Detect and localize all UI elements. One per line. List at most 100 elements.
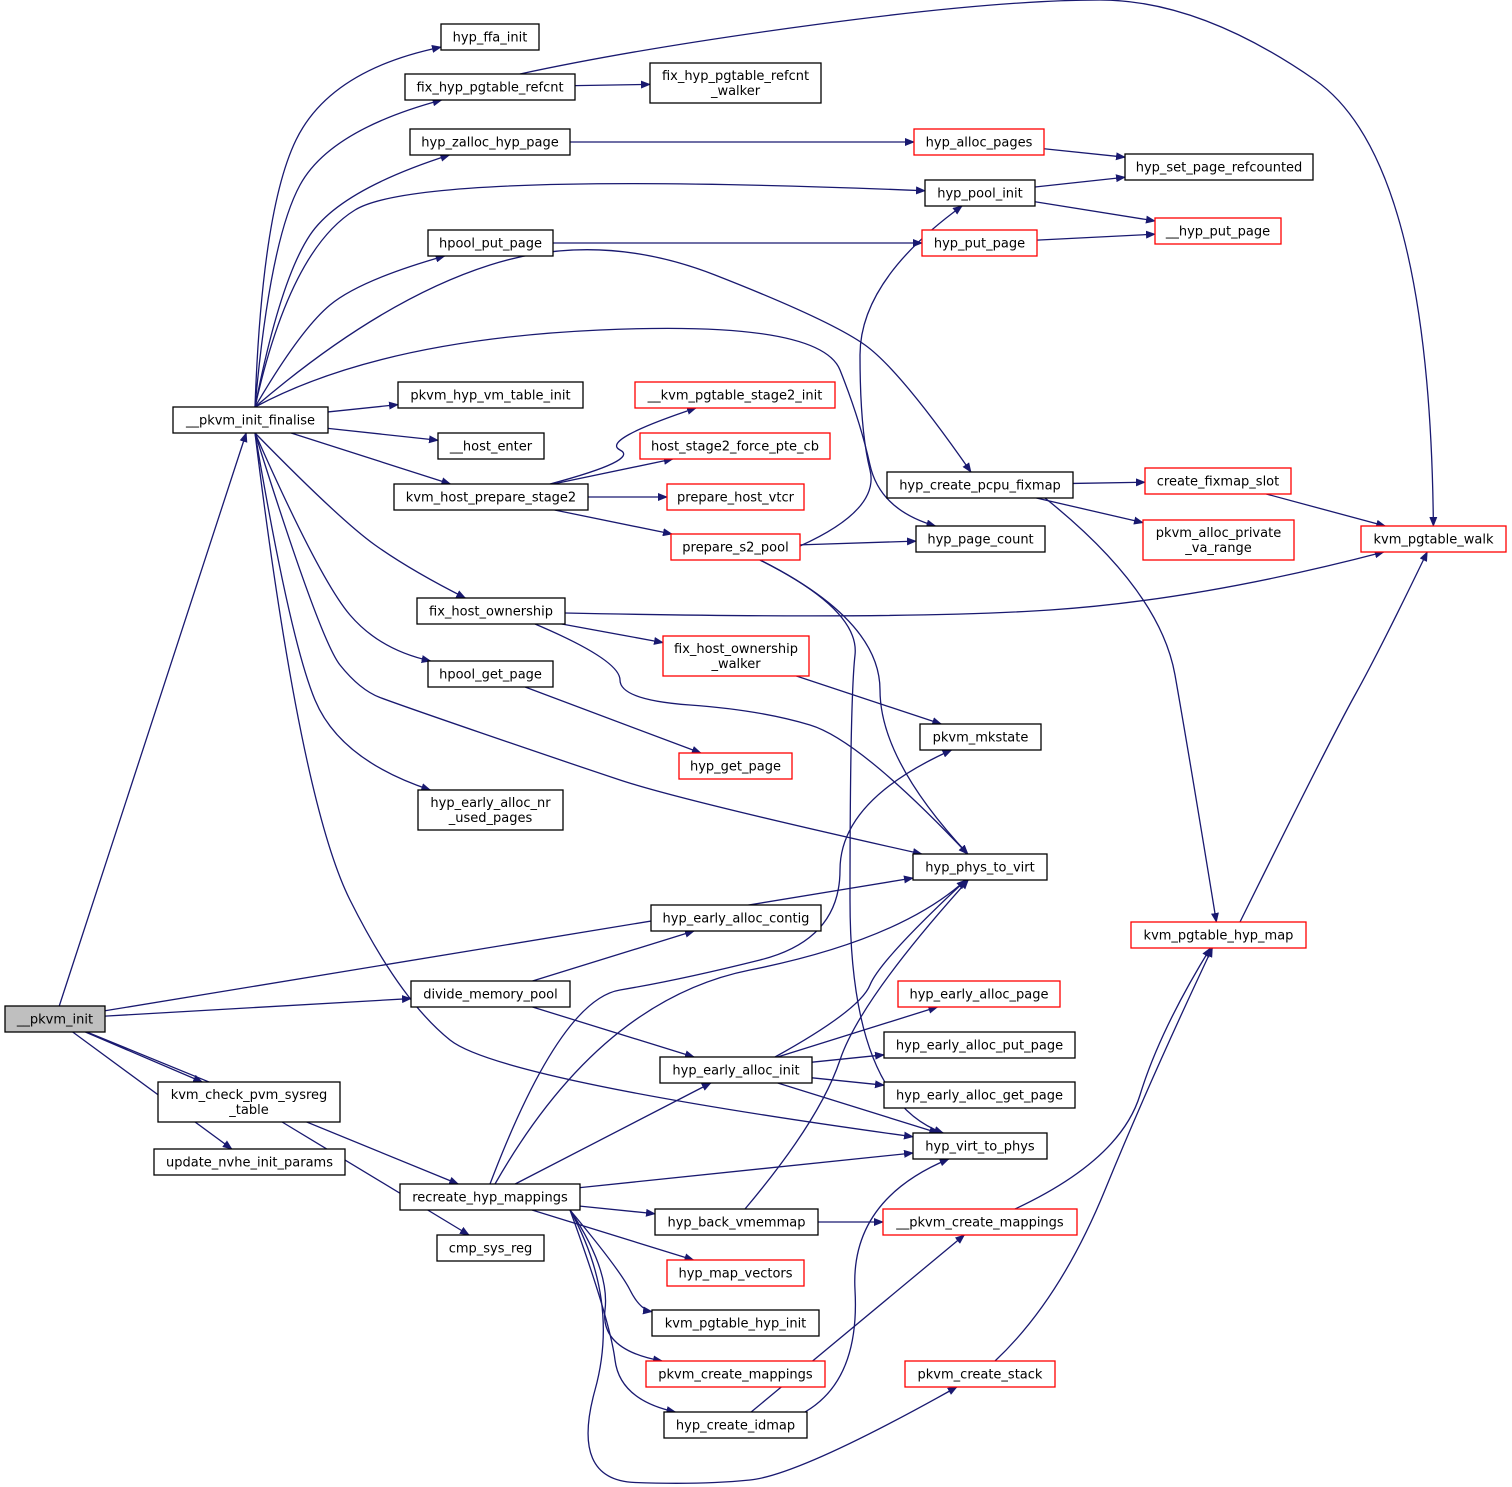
node-hyp_map_vectors[interactable]: hyp_map_vectors: [666, 1259, 805, 1287]
node-recreate_hyp_mappings[interactable]: recreate_hyp_mappings: [399, 1183, 581, 1211]
node-label: create_fixmap_slot: [1157, 475, 1279, 490]
node-fix_hyp_pgtable_refcnt_walker[interactable]: fix_hyp_pgtable_refcnt_walker: [649, 62, 822, 104]
node-hyp_early_alloc_contig[interactable]: hyp_early_alloc_contig: [650, 904, 822, 932]
edge-pkvm_init_finalise-to-hyp_virt_to_phys: [254, 432, 914, 1140]
edge-hyp_back_vmemmap-to-hyp_phys_to_virt: [744, 879, 969, 1210]
node-pkvm_create_mappings[interactable]: pkvm_create_mappings: [645, 1360, 826, 1388]
edge-pkvm_init_finalise-to-kvm_host_prepare_stage2: [290, 432, 452, 486]
node-box: [912, 853, 1048, 881]
edge-recreate_hyp_mappings-to-kvm_pgtable_hyp_init: [569, 1209, 653, 1315]
node-hyp_put_page[interactable]: hyp_put_page: [921, 229, 1038, 257]
node-hyp_page_count[interactable]: hyp_page_count: [915, 525, 1046, 553]
node-box: [662, 635, 810, 677]
edge-divide_memory_pool-to-hyp_early_alloc_init: [532, 1006, 695, 1059]
node-box: [634, 381, 836, 409]
node-cmp_sys_reg[interactable]: cmp_sys_reg: [436, 1234, 545, 1262]
node-hpool_get_page[interactable]: hpool_get_page: [427, 660, 554, 688]
node-label: hyp_early_alloc_init: [672, 1064, 799, 1079]
node-fix_host_ownership_walker[interactable]: fix_host_ownership_walker: [662, 635, 810, 677]
edge-pkvm_init-to-kvm_check_pvm_sysreg_table: [85, 1031, 204, 1083]
node-label: hyp_put_page: [934, 237, 1025, 252]
node-label: kvm_pgtable_hyp_init: [665, 1317, 807, 1332]
node-update_nvhe_init_params[interactable]: update_nvhe_init_params: [153, 1148, 346, 1176]
node-box: [427, 229, 554, 257]
node-hyp_early_alloc_page[interactable]: hyp_early_alloc_page: [897, 980, 1061, 1008]
node-label: hyp_create_idmap: [676, 1419, 795, 1434]
node-pkvm_init_finalise[interactable]: __pkvm_init_finalise: [172, 406, 329, 434]
node-pkvm_hyp_vm_table_init[interactable]: pkvm_hyp_vm_table_init: [397, 381, 584, 409]
node-box: [883, 1081, 1076, 1109]
node-hyp_pool_init[interactable]: hyp_pool_init: [924, 179, 1036, 207]
node-box: [913, 128, 1045, 156]
node-label: hpool_put_page: [439, 237, 542, 252]
node-box: [659, 1056, 813, 1084]
node-box: [1142, 519, 1295, 561]
edge-pkvm_init_finalise-to-hyp_early_alloc_nr_used_pages: [254, 432, 432, 791]
node-pkvm_create_mappings_internal[interactable]: __pkvm_create_mappings: [882, 1208, 1078, 1236]
node-hyp_early_alloc_nr_used_pages[interactable]: hyp_early_alloc_nr_used_pages: [417, 789, 564, 831]
edge-pkvm_init-to-update_nvhe_init_params: [72, 1031, 233, 1150]
node-pkvm_mkstate[interactable]: pkvm_mkstate: [919, 723, 1042, 751]
edge-pkvm_init_finalise-to-pkvm_hyp_vm_table_init: [327, 401, 399, 413]
node-hyp_early_alloc_get_page[interactable]: hyp_early_alloc_get_page: [883, 1081, 1076, 1109]
edge-fix_host_ownership-to-fix_host_ownership_walker: [561, 623, 664, 645]
node-label: pkvm_alloc_private: [1156, 526, 1281, 541]
node-label: pkvm_create_stack: [918, 1368, 1043, 1383]
node-hyp_create_pcpu_fixmap[interactable]: hyp_create_pcpu_fixmap: [886, 471, 1074, 499]
node-kvm_pgtable_hyp_map[interactable]: kvm_pgtable_hyp_map: [1130, 921, 1307, 949]
node-label: kvm_pgtable_hyp_map: [1144, 929, 1294, 944]
node-fix_host_ownership[interactable]: fix_host_ownership: [416, 597, 566, 625]
node-kvm_check_pvm_sysreg_table[interactable]: kvm_check_pvm_sysreg_table: [157, 1081, 341, 1123]
node-kvm_pgtable_stage2_init[interactable]: __kvm_pgtable_stage2_init: [634, 381, 836, 409]
node-pkvm_init[interactable]: __pkvm_init: [4, 1005, 106, 1033]
node-hyp_virt_to_phys[interactable]: hyp_virt_to_phys: [912, 1132, 1048, 1160]
node-label: hyp_virt_to_phys: [925, 1140, 1035, 1155]
node-divide_memory_pool[interactable]: divide_memory_pool: [410, 980, 571, 1008]
node-pkvm_create_stack[interactable]: pkvm_create_stack: [904, 1360, 1056, 1388]
node-pkvm_alloc_private_va_range[interactable]: pkvm_alloc_private_va_range: [1142, 519, 1295, 561]
node-hyp_put_page_internal[interactable]: __hyp_put_page: [1154, 217, 1282, 245]
node-hyp_get_page[interactable]: hyp_get_page: [678, 752, 793, 780]
node-label: __host_enter: [449, 440, 533, 455]
node-label: hpool_get_page: [439, 668, 542, 683]
node-hyp_alloc_pages[interactable]: hyp_alloc_pages: [913, 128, 1045, 156]
node-kvm_pgtable_walk[interactable]: kvm_pgtable_walk: [1360, 525, 1507, 553]
node-host_enter[interactable]: __host_enter: [437, 432, 545, 460]
node-fix_hyp_pgtable_refcnt[interactable]: fix_hyp_pgtable_refcnt: [404, 73, 576, 101]
node-hyp_early_alloc_init[interactable]: hyp_early_alloc_init: [659, 1056, 813, 1084]
node-hyp_zalloc_hyp_page[interactable]: hyp_zalloc_hyp_page: [409, 128, 571, 156]
node-label: __hyp_put_page: [1165, 225, 1270, 240]
node-label: _table: [228, 1103, 268, 1118]
node-label: _used_pages: [448, 811, 533, 826]
node-hpool_put_page[interactable]: hpool_put_page: [427, 229, 554, 257]
node-label: host_stage2_force_pte_cb: [651, 440, 819, 455]
node-prepare_s2_pool[interactable]: prepare_s2_pool: [670, 533, 801, 561]
node-kvm_pgtable_hyp_init[interactable]: kvm_pgtable_hyp_init: [651, 1309, 820, 1337]
node-prepare_host_vtcr[interactable]: prepare_host_vtcr: [666, 483, 805, 511]
node-label: hyp_early_alloc_get_page: [896, 1089, 1063, 1104]
edge-hyp_alloc_pages-to-hyp_set_page_refcounted: [1043, 148, 1126, 161]
edge-pkvm_init_finalise-to-hpool_put_page: [254, 254, 446, 408]
node-label: __pkvm_init_finalise: [185, 414, 315, 429]
node-box: [921, 229, 1038, 257]
node-label: fix_host_ownership: [429, 605, 553, 620]
node-host_stage2_force_pte_cb[interactable]: host_stage2_force_pte_cb: [639, 432, 831, 460]
node-box: [924, 179, 1036, 207]
edge-hyp_early_alloc_init-to-hyp_early_alloc_page: [777, 1005, 939, 1058]
node-label: fix_host_ownership: [674, 642, 798, 657]
node-create_fixmap_slot[interactable]: create_fixmap_slot: [1144, 467, 1292, 495]
node-hyp_early_alloc_put_page[interactable]: hyp_early_alloc_put_page: [883, 1031, 1076, 1059]
node-box: [436, 1234, 545, 1262]
node-label: _walker: [710, 657, 761, 672]
node-hyp_ffa_init[interactable]: hyp_ffa_init: [440, 23, 540, 51]
edge-hyp_early_alloc_init-to-hyp_early_alloc_get_page: [811, 1077, 885, 1089]
node-kvm_host_prepare_stage2[interactable]: kvm_host_prepare_stage2: [393, 483, 589, 511]
node-hyp_create_idmap[interactable]: hyp_create_idmap: [663, 1411, 808, 1439]
node-hyp_phys_to_virt[interactable]: hyp_phys_to_virt: [912, 853, 1048, 881]
node-hyp_back_vmemmap[interactable]: hyp_back_vmemmap: [654, 1208, 819, 1236]
edge-hpool_get_page-to-hyp_get_page: [524, 686, 702, 754]
node-box: [427, 660, 554, 688]
edge-recreate_hyp_mappings-to-hyp_virt_to_phys: [579, 1149, 914, 1189]
node-box: [645, 1360, 826, 1388]
node-hyp_set_page_refcounted[interactable]: hyp_set_page_refcounted: [1124, 153, 1314, 181]
